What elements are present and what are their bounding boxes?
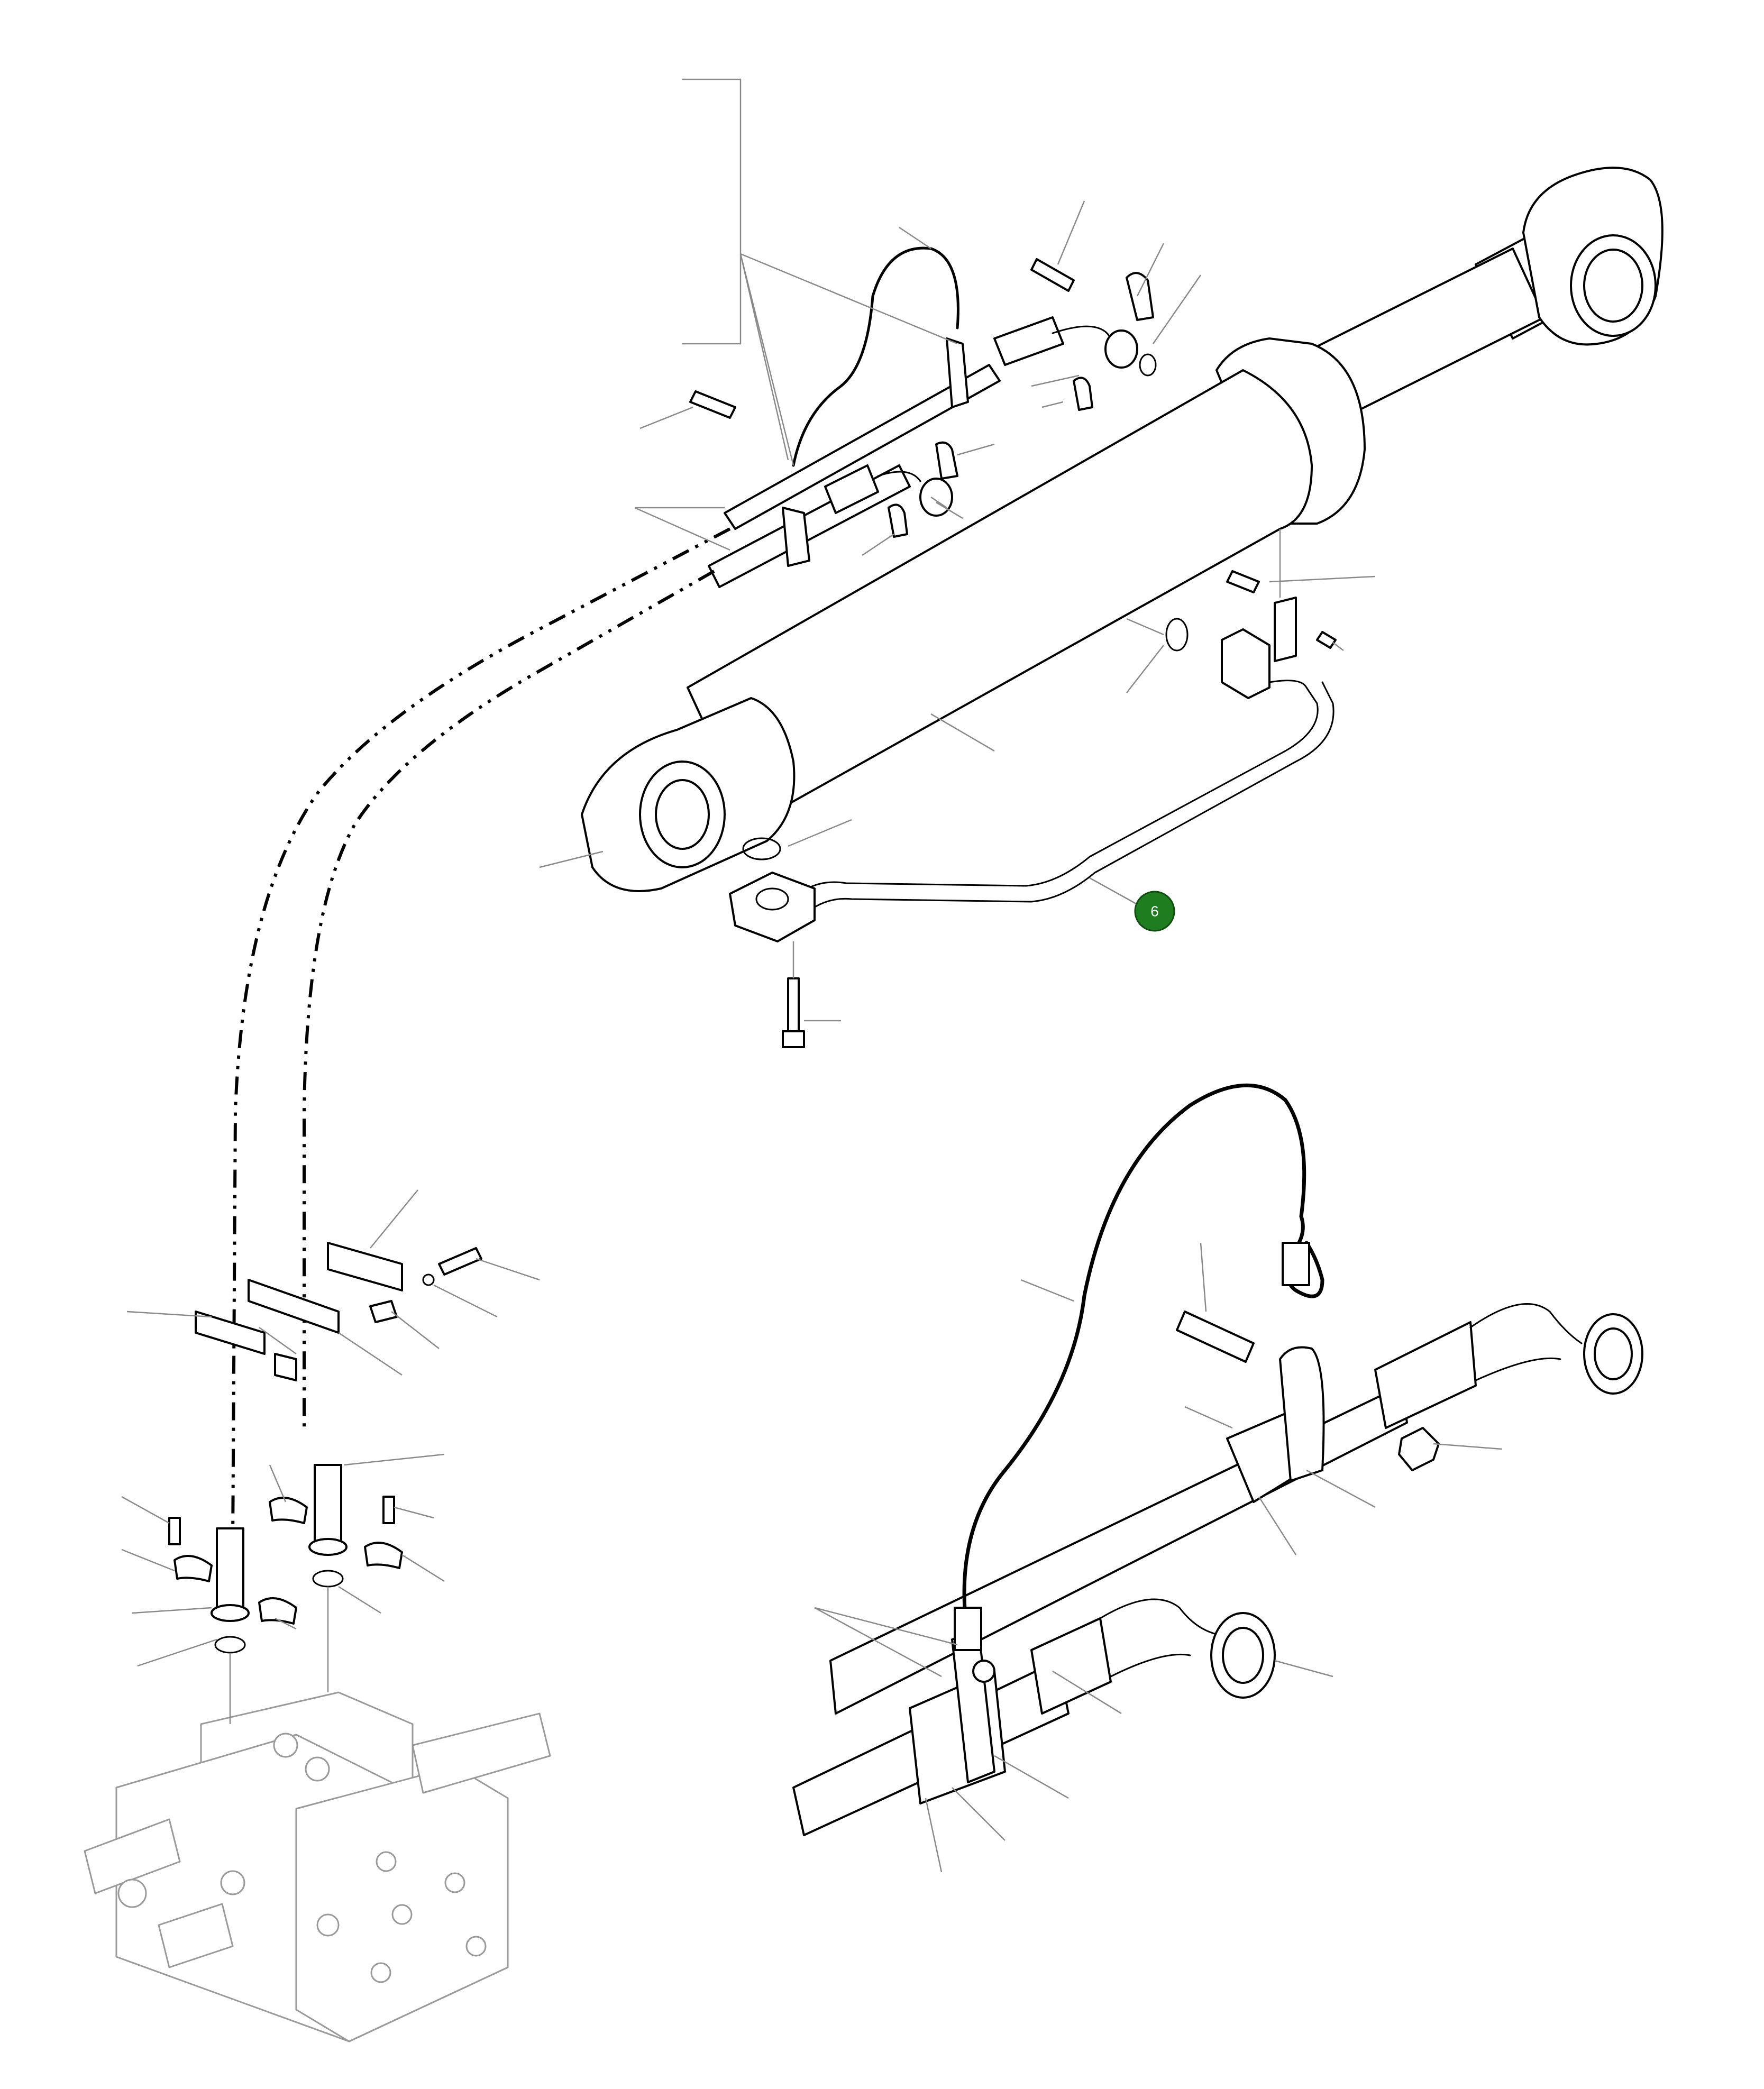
control-valve xyxy=(84,1691,551,2042)
hose-ends xyxy=(168,1464,403,1654)
hydraulic-cylinder xyxy=(581,167,1664,1048)
callout-6-label: 6 xyxy=(1150,903,1159,920)
clamp-block xyxy=(195,1242,482,1381)
callout-6-marker[interactable] xyxy=(1134,891,1175,932)
hose-routing xyxy=(231,527,731,1545)
hose-clamp-detail xyxy=(792,1083,1643,1836)
pipe-assembly xyxy=(689,246,1157,588)
leader-lines xyxy=(121,78,1503,1873)
callout-6[interactable]: 6 xyxy=(1134,891,1175,932)
